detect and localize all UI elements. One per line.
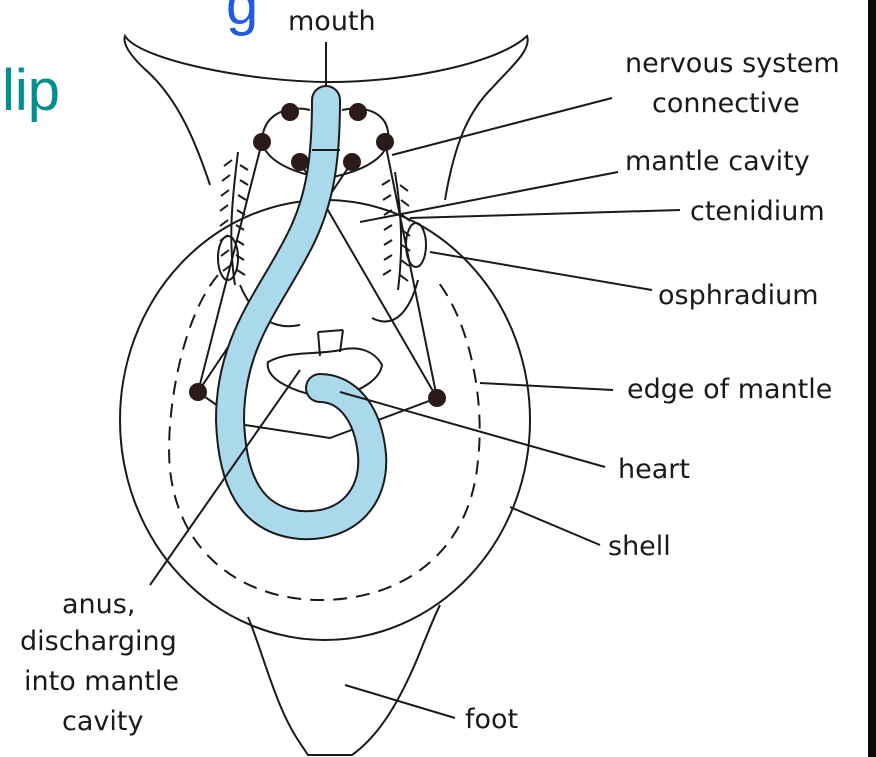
- label-anus: anus,: [62, 589, 135, 620]
- label-osphradium: osphradium: [658, 280, 819, 311]
- slide-heading-fragment: g: [226, 0, 258, 37]
- ctenidium-right: [382, 172, 410, 290]
- label-mouth: mouth: [288, 6, 376, 37]
- slide-lip-text: lip: [2, 58, 60, 123]
- foot-outline: [248, 605, 440, 755]
- label-nervous-system: nervous system: [625, 48, 840, 79]
- osphradium-right: [406, 223, 426, 267]
- label-edge-of-mantle: edge of mantle: [627, 374, 832, 405]
- label-nervous-system-connective: connective: [652, 88, 800, 119]
- label-anus-into-mantle: into mantle: [24, 666, 179, 697]
- label-mantle-cavity: mantle cavity: [625, 146, 810, 177]
- label-heart: heart: [618, 454, 690, 485]
- label-anus-discharging: discharging: [20, 626, 177, 657]
- label-ctenidium: ctenidium: [690, 196, 825, 227]
- label-shell: shell: [608, 531, 671, 562]
- label-foot: foot: [465, 704, 518, 735]
- shell-outline: [120, 200, 530, 640]
- label-anus-cavity: cavity: [62, 706, 143, 737]
- right-edge-border: [868, 0, 876, 757]
